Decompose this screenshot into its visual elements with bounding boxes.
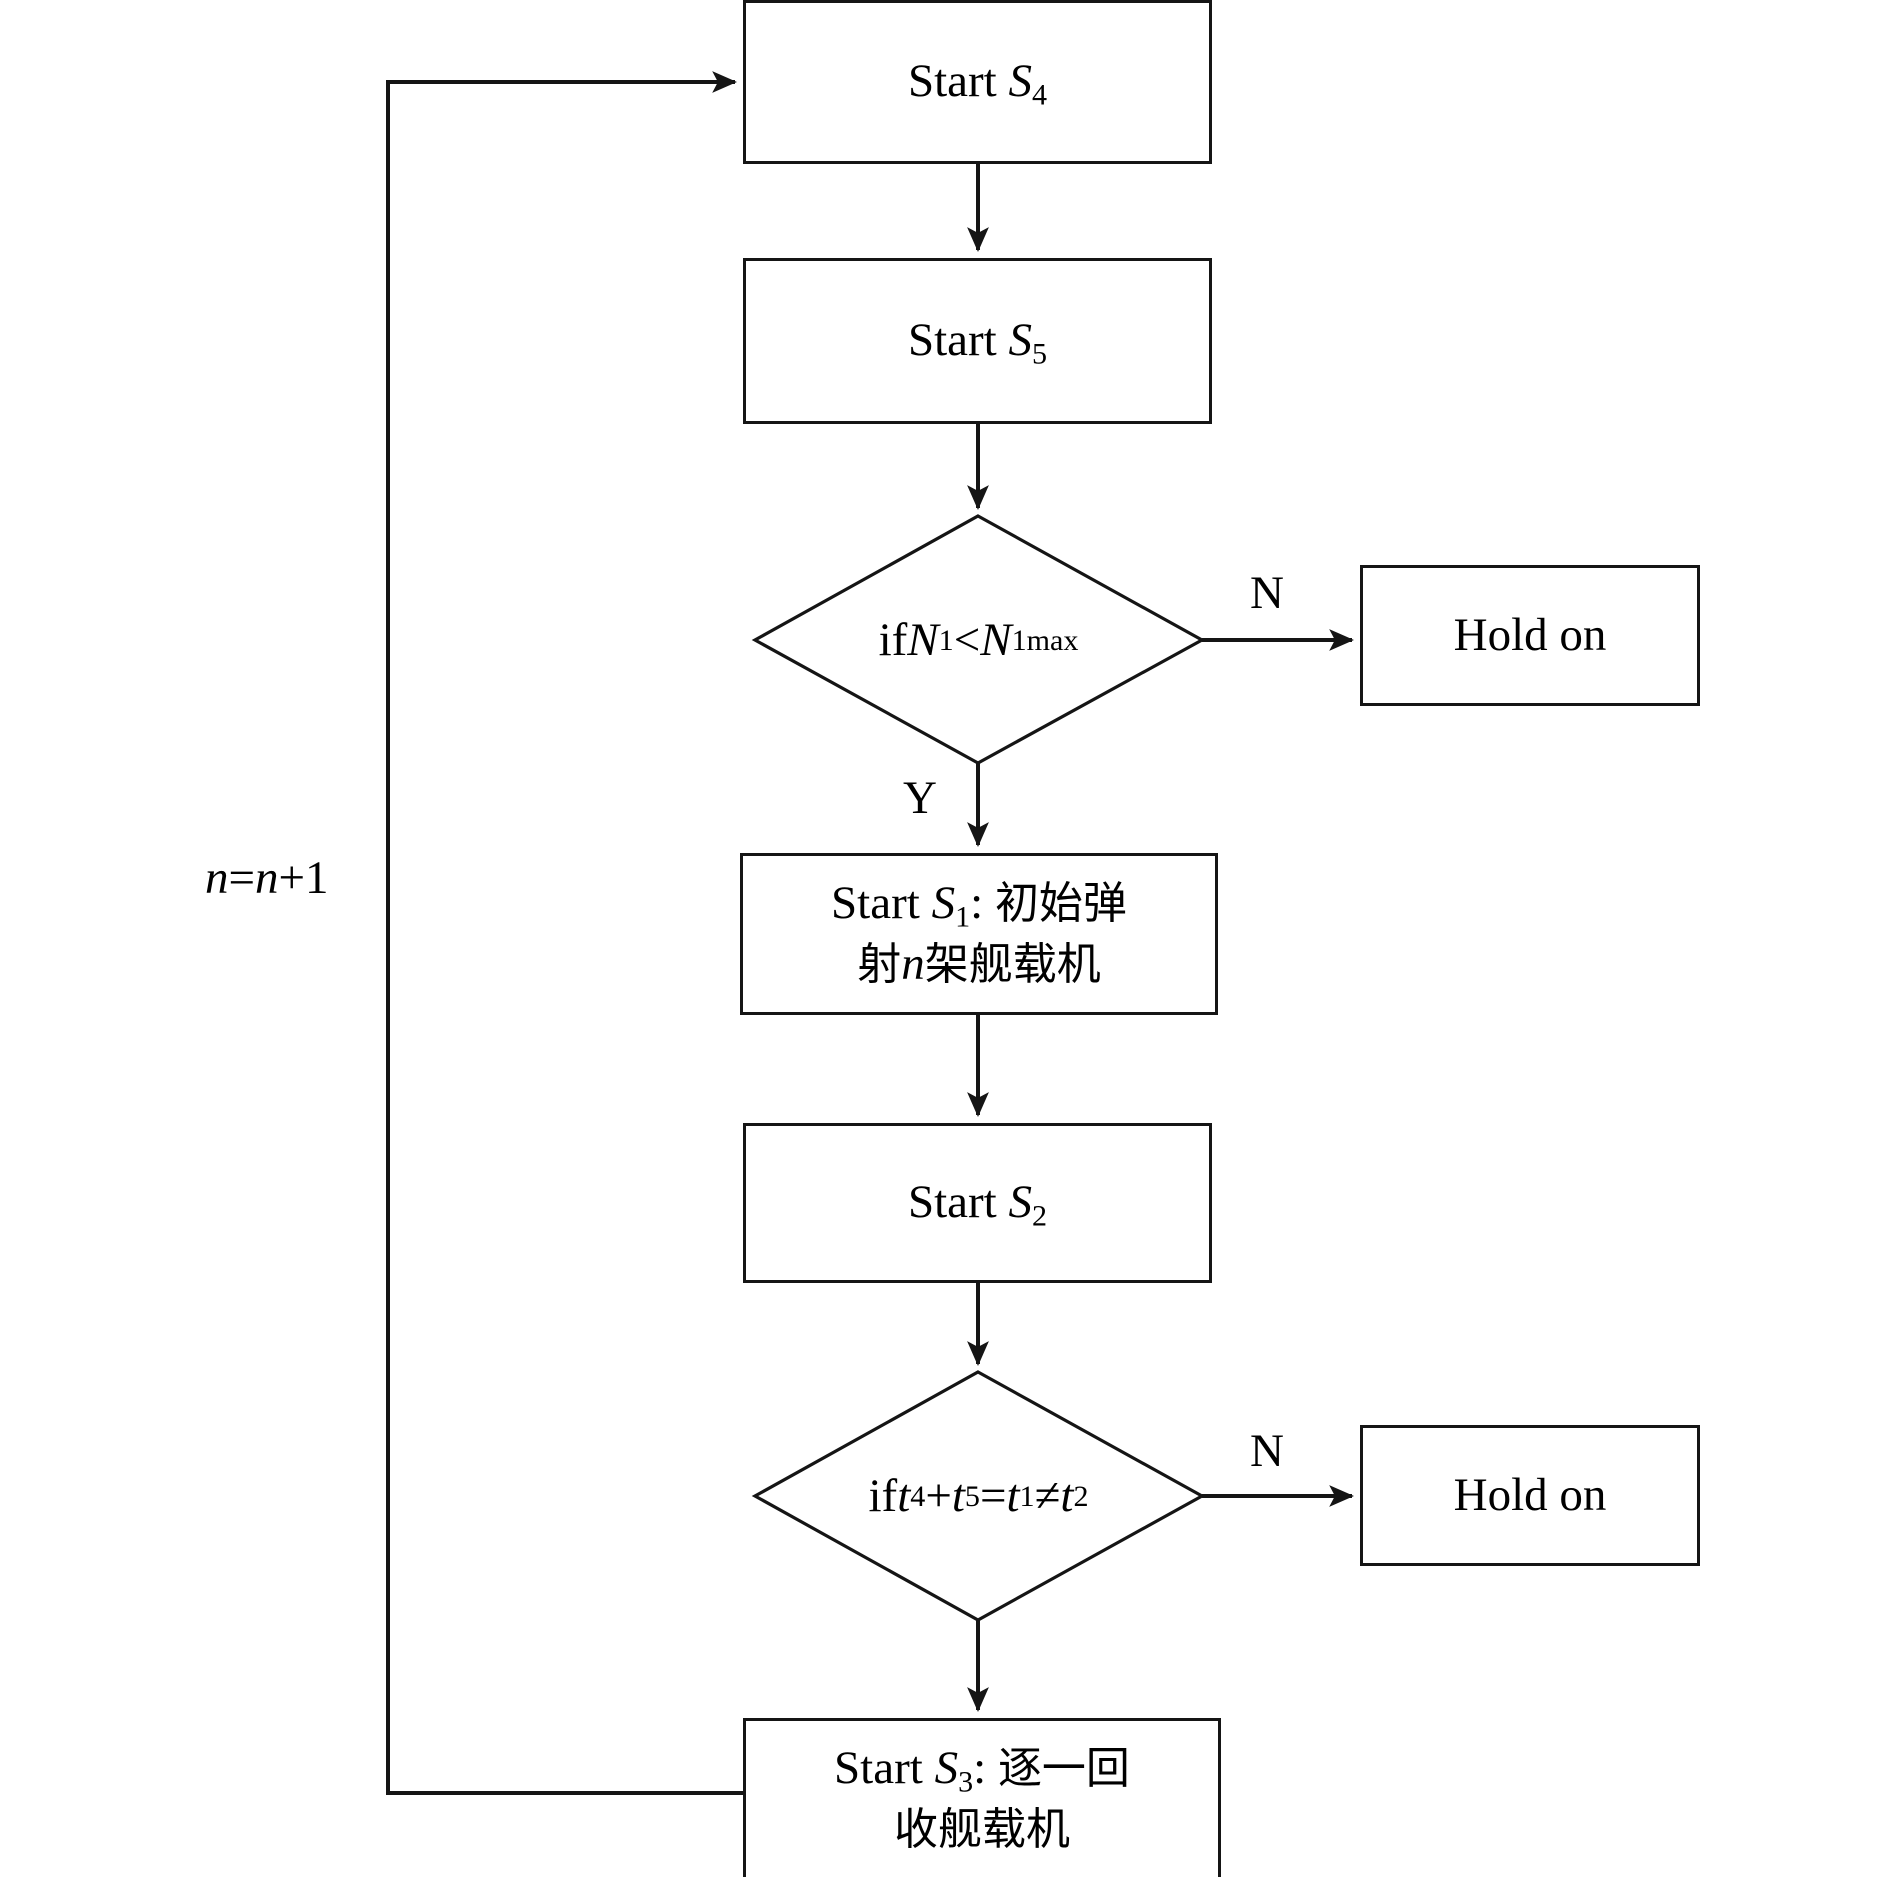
edge-label-feedback-counter: n=n+1	[205, 852, 329, 904]
node-start-s1[interactable]: Start S1: 初始弹 射n架舰载机	[740, 853, 1218, 1015]
node-start-s5-label: Start S5	[907, 314, 1048, 371]
edge-label-decision-n1-no: N	[1250, 567, 1284, 619]
node-start-s3-label: Start S3: 逐一回 收舰载机	[834, 1741, 1130, 1855]
node-hold-on-1-label: Hold on	[1453, 608, 1607, 661]
node-hold-on-2-label: Hold on	[1453, 1468, 1607, 1521]
node-start-s5[interactable]: Start S5	[743, 258, 1212, 424]
node-hold-on-1[interactable]: Hold on	[1360, 565, 1700, 706]
node-start-s2-label: Start S2	[907, 1176, 1048, 1233]
node-start-s4[interactable]: Start S4	[743, 0, 1212, 164]
node-start-s1-label: Start S1: 初始弹 射n架舰载机	[831, 876, 1127, 990]
node-start-s4-label: Start S4	[907, 55, 1048, 112]
edge-label-decision-t-no: N	[1250, 1425, 1284, 1477]
node-start-s2[interactable]: Start S2	[743, 1123, 1212, 1283]
node-start-s3[interactable]: Start S3: 逐一回 收舰载机	[743, 1718, 1221, 1877]
edge-label-decision-n1-yes: Y	[903, 772, 937, 824]
node-hold-on-2[interactable]: Hold on	[1360, 1425, 1700, 1566]
edge-feedback-loop	[386, 71, 745, 1795]
